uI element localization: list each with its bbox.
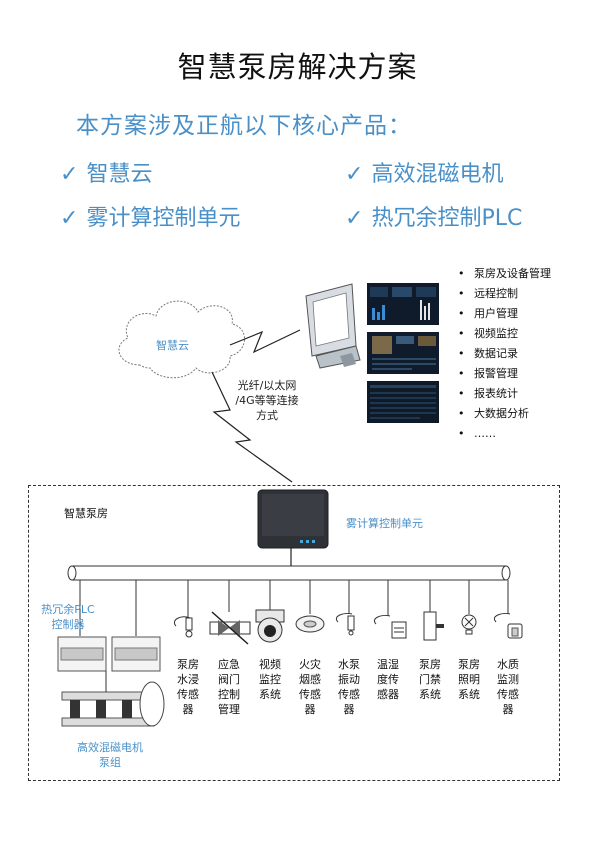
pump-label-line-1: 高效混磁电机 bbox=[77, 741, 143, 754]
pump-room-boundary bbox=[28, 485, 560, 781]
check-icon: ✓ bbox=[345, 206, 364, 231]
dashboard-screen-1 bbox=[367, 283, 439, 325]
monitor-icon bbox=[305, 283, 361, 369]
page-title: 智慧泵房解决方案 bbox=[177, 50, 418, 84]
water-immersion-sensor-icon bbox=[174, 616, 193, 638]
plc-controller-icon bbox=[57, 580, 161, 672]
plc-label: 热冗余PLC 控制器 bbox=[36, 602, 100, 632]
feature-item: ✓ 智慧云 bbox=[60, 156, 152, 188]
feature-item: ✓ 雾计算控制单元 bbox=[60, 200, 240, 232]
list-item: …… bbox=[458, 426, 551, 446]
device-label: 泵房水浸传感器 bbox=[177, 658, 199, 716]
device-label: 火灾烟感传感器 bbox=[299, 658, 321, 716]
connection-line-2: /4G等等连接 bbox=[235, 394, 299, 407]
subtitle: 本方案涉及正航以下核心产品： bbox=[76, 113, 412, 139]
list-item: 报表统计 bbox=[458, 386, 551, 406]
device-label: 水泵振动传感器 bbox=[338, 658, 360, 716]
platform-function-list: 泵房及设备管理 远程控制 用户管理 视频监控 数据记录 报警管理 报表统计 大数… bbox=[458, 266, 551, 446]
gateway-label: 雾计算控制单元 bbox=[346, 517, 423, 530]
feature-item: ✓ 热冗余控制PLC bbox=[345, 200, 522, 232]
feature-label: 热冗余控制PLC bbox=[371, 206, 523, 231]
cloud-icon bbox=[118, 300, 245, 379]
device-label: 应急阀门控制管理 bbox=[218, 658, 240, 716]
gateway-device-icon bbox=[257, 489, 329, 549]
list-item: 用户管理 bbox=[458, 306, 551, 326]
plc-label-line-2: 控制器 bbox=[51, 618, 85, 631]
feature-label: 智慧云 bbox=[86, 162, 153, 187]
bus-pipe bbox=[67, 565, 511, 581]
thermometer-icon bbox=[374, 615, 407, 639]
check-icon: ✓ bbox=[60, 206, 79, 231]
device-label: 泵房照明系统 bbox=[458, 658, 480, 701]
pump-room-label: 智慧泵房 bbox=[64, 507, 108, 520]
feature-item: ✓ 高效混磁电机 bbox=[345, 156, 503, 188]
dashboard-screen-3 bbox=[367, 381, 439, 423]
list-item: 泵房及设备管理 bbox=[458, 266, 551, 286]
feature-label: 高效混磁电机 bbox=[371, 162, 504, 187]
list-item: 数据记录 bbox=[458, 346, 551, 366]
pump-group-icon bbox=[61, 671, 165, 727]
vibration-sensor-icon bbox=[336, 613, 355, 636]
device-label: 视频监控系统 bbox=[259, 658, 281, 701]
water-quality-icon bbox=[494, 613, 523, 639]
device-label: 水质监测传感器 bbox=[497, 658, 519, 716]
connection-line-1: 光纤/以太网 bbox=[237, 379, 297, 392]
list-item: 报警管理 bbox=[458, 366, 551, 386]
link-cloud-monitor bbox=[229, 329, 301, 354]
cloud-label: 智慧云 bbox=[156, 339, 189, 352]
light-bulb-icon bbox=[461, 614, 477, 635]
device-label: 温湿度传感器 bbox=[377, 658, 399, 701]
device-connectors bbox=[187, 580, 509, 618]
list-item: 视频监控 bbox=[458, 326, 551, 346]
link-cloud-room bbox=[211, 371, 293, 483]
connection-line-3: 方式 bbox=[256, 409, 278, 422]
check-icon: ✓ bbox=[345, 162, 364, 187]
door-access-icon bbox=[423, 611, 444, 641]
smoke-detector-icon bbox=[295, 615, 325, 633]
check-icon: ✓ bbox=[60, 162, 79, 187]
dashboard-screen-2 bbox=[367, 332, 439, 374]
plc-label-line-1: 热冗余PLC bbox=[41, 603, 95, 616]
feature-label: 雾计算控制单元 bbox=[86, 206, 241, 231]
list-item: 远程控制 bbox=[458, 286, 551, 306]
connection-label: 光纤/以太网 /4G等等连接 方式 bbox=[222, 378, 312, 423]
pump-group-label: 高效混磁电机 泵组 bbox=[70, 740, 150, 770]
device-label: 泵房门禁系统 bbox=[419, 658, 441, 701]
list-item: 大数据分析 bbox=[458, 406, 551, 426]
camera-icon bbox=[255, 609, 285, 643]
valve-icon bbox=[209, 611, 251, 645]
pump-label-line-2: 泵组 bbox=[99, 756, 121, 769]
